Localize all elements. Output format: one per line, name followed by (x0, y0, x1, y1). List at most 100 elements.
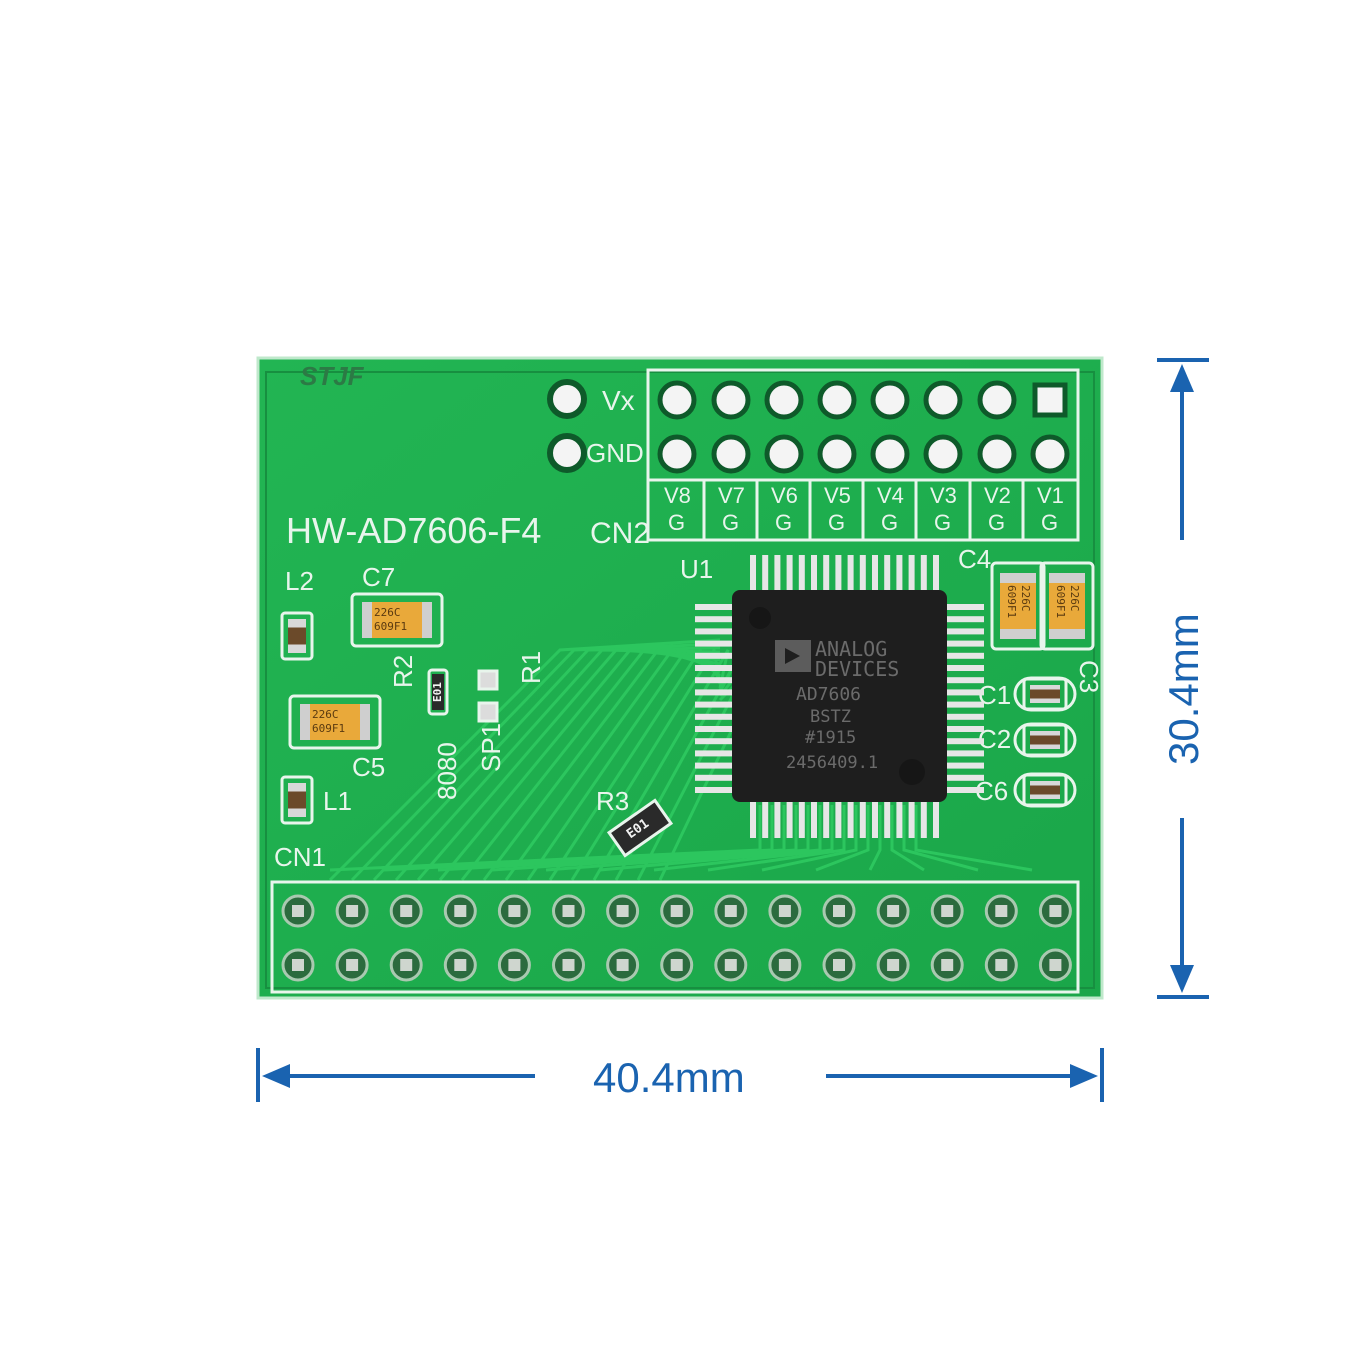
chip-pin (933, 800, 939, 838)
gnd-pad[interactable] (547, 433, 587, 473)
cn2-pin[interactable] (657, 380, 697, 420)
cn1-pin-tip (454, 959, 467, 971)
chip-pin (944, 726, 984, 732)
smd-outline (280, 611, 314, 661)
gnd-label: GND (586, 438, 644, 468)
trace (570, 645, 722, 881)
cn2-pin[interactable] (977, 434, 1017, 474)
trace (868, 805, 882, 871)
watermark: STJF (300, 361, 365, 391)
chip-pin (823, 555, 830, 593)
cn1-pin-tip (346, 905, 359, 917)
trace (653, 805, 834, 872)
chip-pin (920, 800, 927, 838)
chip-pin (944, 652, 984, 659)
smd-terminal (288, 808, 306, 817)
cn1-pin-tip (670, 959, 683, 971)
chip-pin (944, 774, 984, 781)
trace (707, 805, 846, 872)
cn1-pin-tip (941, 959, 954, 971)
chip-pin (798, 555, 805, 593)
l2-label: L2 (285, 566, 314, 596)
cn2-pin[interactable] (764, 380, 804, 420)
arrow-up-icon (1170, 364, 1194, 392)
smd-terminal (288, 619, 306, 628)
c3-label: C3 (1074, 660, 1104, 693)
cn2-pin[interactable] (817, 380, 857, 420)
smd-outline (1022, 723, 1068, 757)
cn1-pin-tip (562, 959, 575, 971)
smd-terminal (288, 644, 306, 653)
cn1-label: CN1 (274, 842, 326, 872)
cn2-pin[interactable] (870, 380, 910, 420)
chip-pin (944, 787, 984, 793)
cn2-pin[interactable] (817, 434, 857, 474)
chip-pin (695, 616, 735, 623)
trace (416, 648, 721, 881)
chip-lot: 2456409.1 (786, 753, 878, 773)
vx-pad[interactable] (547, 379, 587, 419)
c5-label: C5 (352, 752, 385, 782)
chip-pin (944, 665, 984, 671)
cn2-pin[interactable] (764, 434, 804, 474)
chip-pin (811, 800, 817, 838)
cap-marking: 226C (374, 606, 401, 619)
solder-jumper-pad[interactable] (477, 701, 499, 723)
cn2-pin[interactable] (923, 380, 963, 420)
cn2-pin[interactable] (711, 380, 751, 420)
chip-pin (859, 555, 866, 593)
sp1-label: SP1 (476, 723, 506, 772)
model-label: HW-AD7606-F4 (286, 510, 541, 551)
logo-triangle-icon (785, 648, 800, 664)
chip-pin (944, 604, 984, 610)
cn2-pin[interactable] (657, 434, 697, 474)
chip-pin (695, 701, 735, 708)
chip-pin (896, 800, 903, 838)
trace (815, 805, 870, 872)
chip-suffix: BSTZ (810, 707, 851, 727)
chip-pin (884, 555, 891, 593)
solder-jumper-pad[interactable] (477, 669, 499, 691)
cn1-pin-tip (778, 905, 791, 917)
width-dimension (256, 1048, 1104, 1102)
arrow-down-icon (1170, 965, 1194, 993)
chip-pin (920, 555, 927, 593)
cap-marking: 609F1 (1005, 585, 1018, 618)
cn1-pin-tip (292, 905, 304, 917)
chip-pin (944, 750, 984, 757)
chip-pin (847, 555, 854, 593)
chip-pin (944, 738, 984, 745)
trace (902, 805, 979, 872)
cn2-pin[interactable] (1032, 382, 1068, 418)
chip-pin (811, 555, 817, 593)
chip-pin (823, 800, 830, 838)
cn1-pin-tip (941, 905, 954, 917)
chip-pin (695, 652, 735, 659)
cn2-pin[interactable] (977, 380, 1017, 420)
chip-pin (695, 774, 735, 781)
ground-label: G (934, 510, 951, 535)
chip-pin (884, 800, 891, 838)
chip-pin (774, 555, 781, 593)
smd-terminal (1030, 698, 1060, 703)
ground-label: G (1041, 510, 1058, 535)
cn2-pin[interactable] (870, 434, 910, 474)
cn1-pin-tip (400, 959, 413, 971)
cn1-pin-tip (887, 959, 900, 971)
resistor-r2-outline (427, 668, 449, 716)
cn1-pin-tip (833, 959, 845, 971)
height-dimension (1157, 358, 1209, 999)
cn1-pin-tip (508, 959, 521, 971)
chip-pin (695, 762, 735, 769)
chip-pin (872, 555, 878, 593)
chip-pin (944, 628, 984, 635)
cn2-pin[interactable] (923, 434, 963, 474)
cn2-pin[interactable] (1030, 434, 1070, 474)
cap-marking: 226C (312, 708, 339, 721)
cn1-pin-tip (562, 905, 575, 917)
chip-brand-2: DEVICES (815, 657, 899, 681)
vx-label: Vx (602, 385, 635, 416)
cn2-pin[interactable] (711, 434, 751, 474)
channel-label: V1 (1037, 483, 1064, 508)
